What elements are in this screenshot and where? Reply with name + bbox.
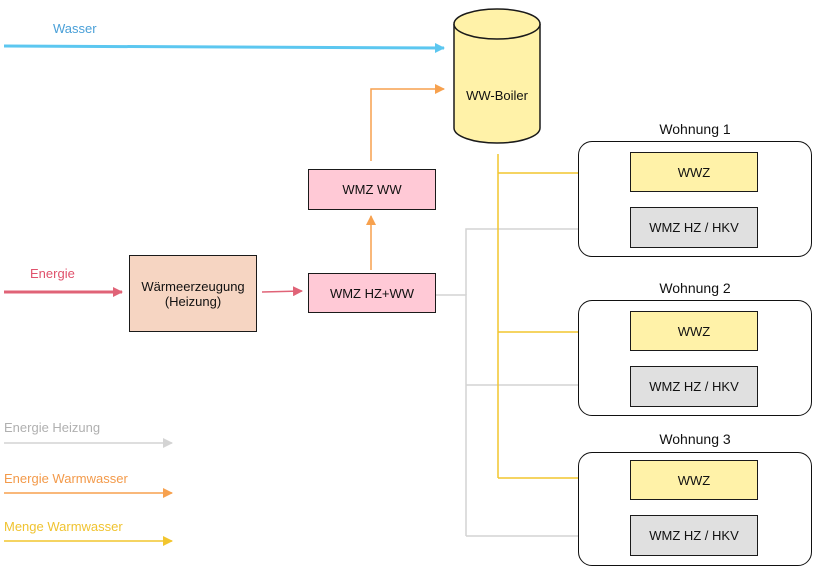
apartment-2-wwz: WWZ	[630, 311, 758, 351]
apartment-1-wmz: WMZ HZ / HKV	[630, 207, 758, 248]
heating-trunk-line	[436, 294, 467, 536]
apartment-3-wwz: WWZ	[630, 460, 758, 500]
energie-label: Energie	[30, 266, 75, 281]
legend-heizung-label: Energie Heizung	[4, 420, 101, 435]
wmz-hz-ww-box: WMZ HZ+WW	[308, 273, 436, 313]
apartment-3-title: Wohnung 3	[659, 431, 731, 447]
apartment-1-wwz: WWZ	[630, 152, 758, 192]
heat-generator-box: Wärmeerzeugung (Heizung)	[129, 255, 257, 332]
heater-label-line1: Wärmeerzeugung	[141, 278, 245, 294]
heater-label-line2: (Heizung)	[164, 293, 222, 309]
legend-warmwasser-label: Energie Warmwasser	[4, 471, 128, 486]
wasser-arrow	[3, 42, 445, 53]
boiler-label: WW-Boiler	[466, 88, 528, 103]
wmz-ww-box: WMZ WW	[308, 169, 436, 210]
apartment-1-title: Wohnung 1	[659, 121, 731, 137]
heater-to-wmz-arrow	[261, 286, 303, 297]
legend-menge-label: Menge Warmwasser	[4, 519, 123, 534]
apartment-3-wmz: WMZ HZ / HKV	[630, 515, 758, 556]
heating-branch-1	[465, 224, 616, 295]
apartment-2-wmz: WMZ HZ / HKV	[630, 366, 758, 407]
wasser-label: Wasser	[53, 21, 97, 36]
wmzww-to-boiler-arrow	[370, 84, 445, 161]
apartment-2-title: Wohnung 2	[659, 280, 731, 296]
boiler-cylinder	[453, 8, 541, 144]
